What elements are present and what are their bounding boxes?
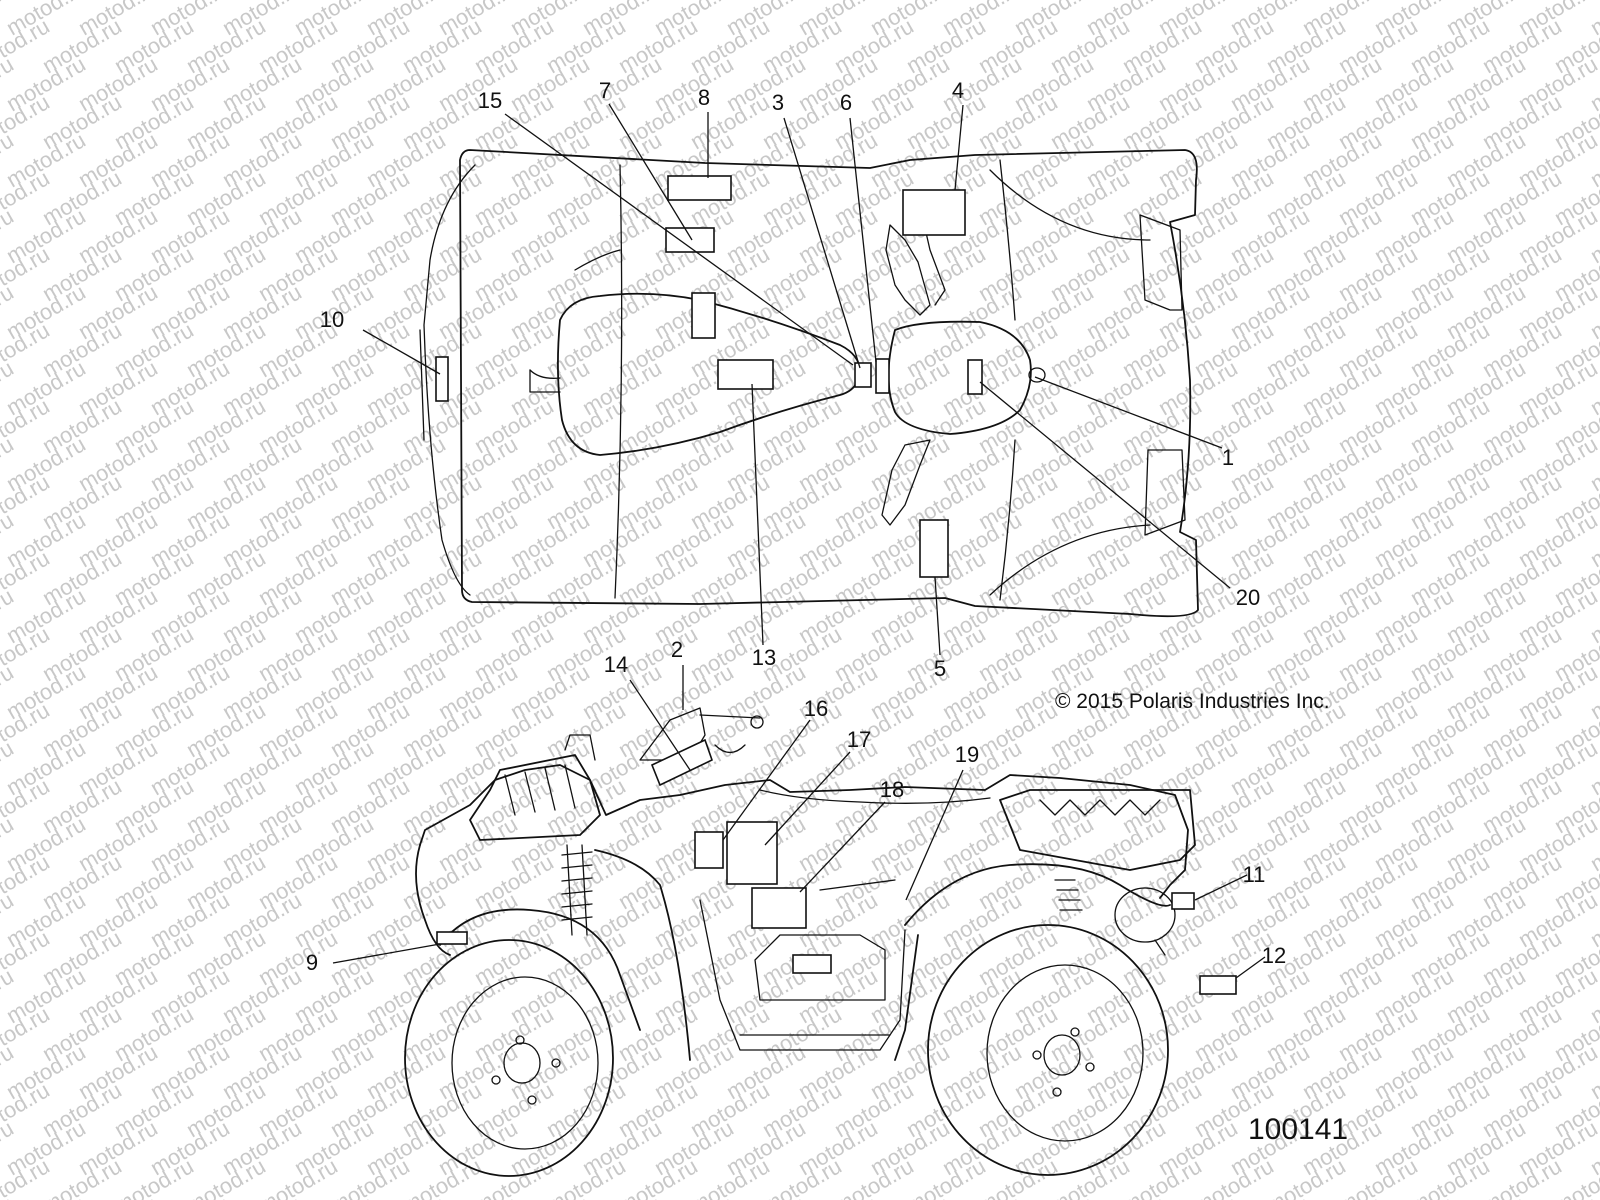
callout-label-8: 8 — [698, 85, 710, 110]
decal-6 — [875, 358, 890, 394]
decal-10 — [435, 356, 449, 402]
decal-3 — [854, 362, 872, 388]
decal-side-footwell — [792, 954, 832, 974]
decal-17 — [726, 821, 778, 885]
figure-number: 100141 — [1248, 1113, 1349, 1146]
callout-label-19: 19 — [955, 742, 979, 767]
decal-11 — [1171, 892, 1195, 910]
callout-label-10: 10 — [320, 307, 344, 332]
callout-label-4: 4 — [952, 78, 964, 103]
decal-13 — [717, 359, 774, 390]
callout-label-16: 16 — [804, 696, 828, 721]
callout-label-18: 18 — [880, 777, 904, 802]
decal-4 — [902, 189, 966, 236]
callout-label-2: 2 — [671, 637, 683, 662]
callout-label-20: 20 — [1236, 585, 1260, 610]
callout-label-11: 11 — [1243, 862, 1266, 887]
copyright-notice: © 2015 Polaris Industries Inc. — [1055, 690, 1330, 713]
decal-7 — [665, 227, 715, 253]
callout-label-5: 5 — [934, 656, 946, 681]
callout-label-14: 14 — [604, 652, 628, 677]
decal-18 — [751, 887, 807, 929]
decal-12 — [1199, 975, 1237, 995]
callout-label-17: 17 — [847, 727, 871, 752]
callout-label-9: 9 — [306, 950, 318, 975]
callout-label-13: 13 — [752, 645, 776, 670]
decal-16 — [694, 831, 724, 869]
decal-9 — [436, 931, 468, 945]
decal-5 — [919, 519, 949, 578]
decal-20 — [967, 359, 983, 395]
callout-label-15: 15 — [478, 88, 502, 113]
callout-label-1: 1 — [1222, 445, 1234, 470]
callout-label-12: 12 — [1262, 943, 1286, 968]
decal-8 — [667, 175, 732, 201]
decal-15 — [691, 292, 716, 339]
callout-label-3: 3 — [772, 90, 784, 115]
callout-label-6: 6 — [840, 90, 852, 115]
callout-label-7: 7 — [599, 78, 611, 103]
